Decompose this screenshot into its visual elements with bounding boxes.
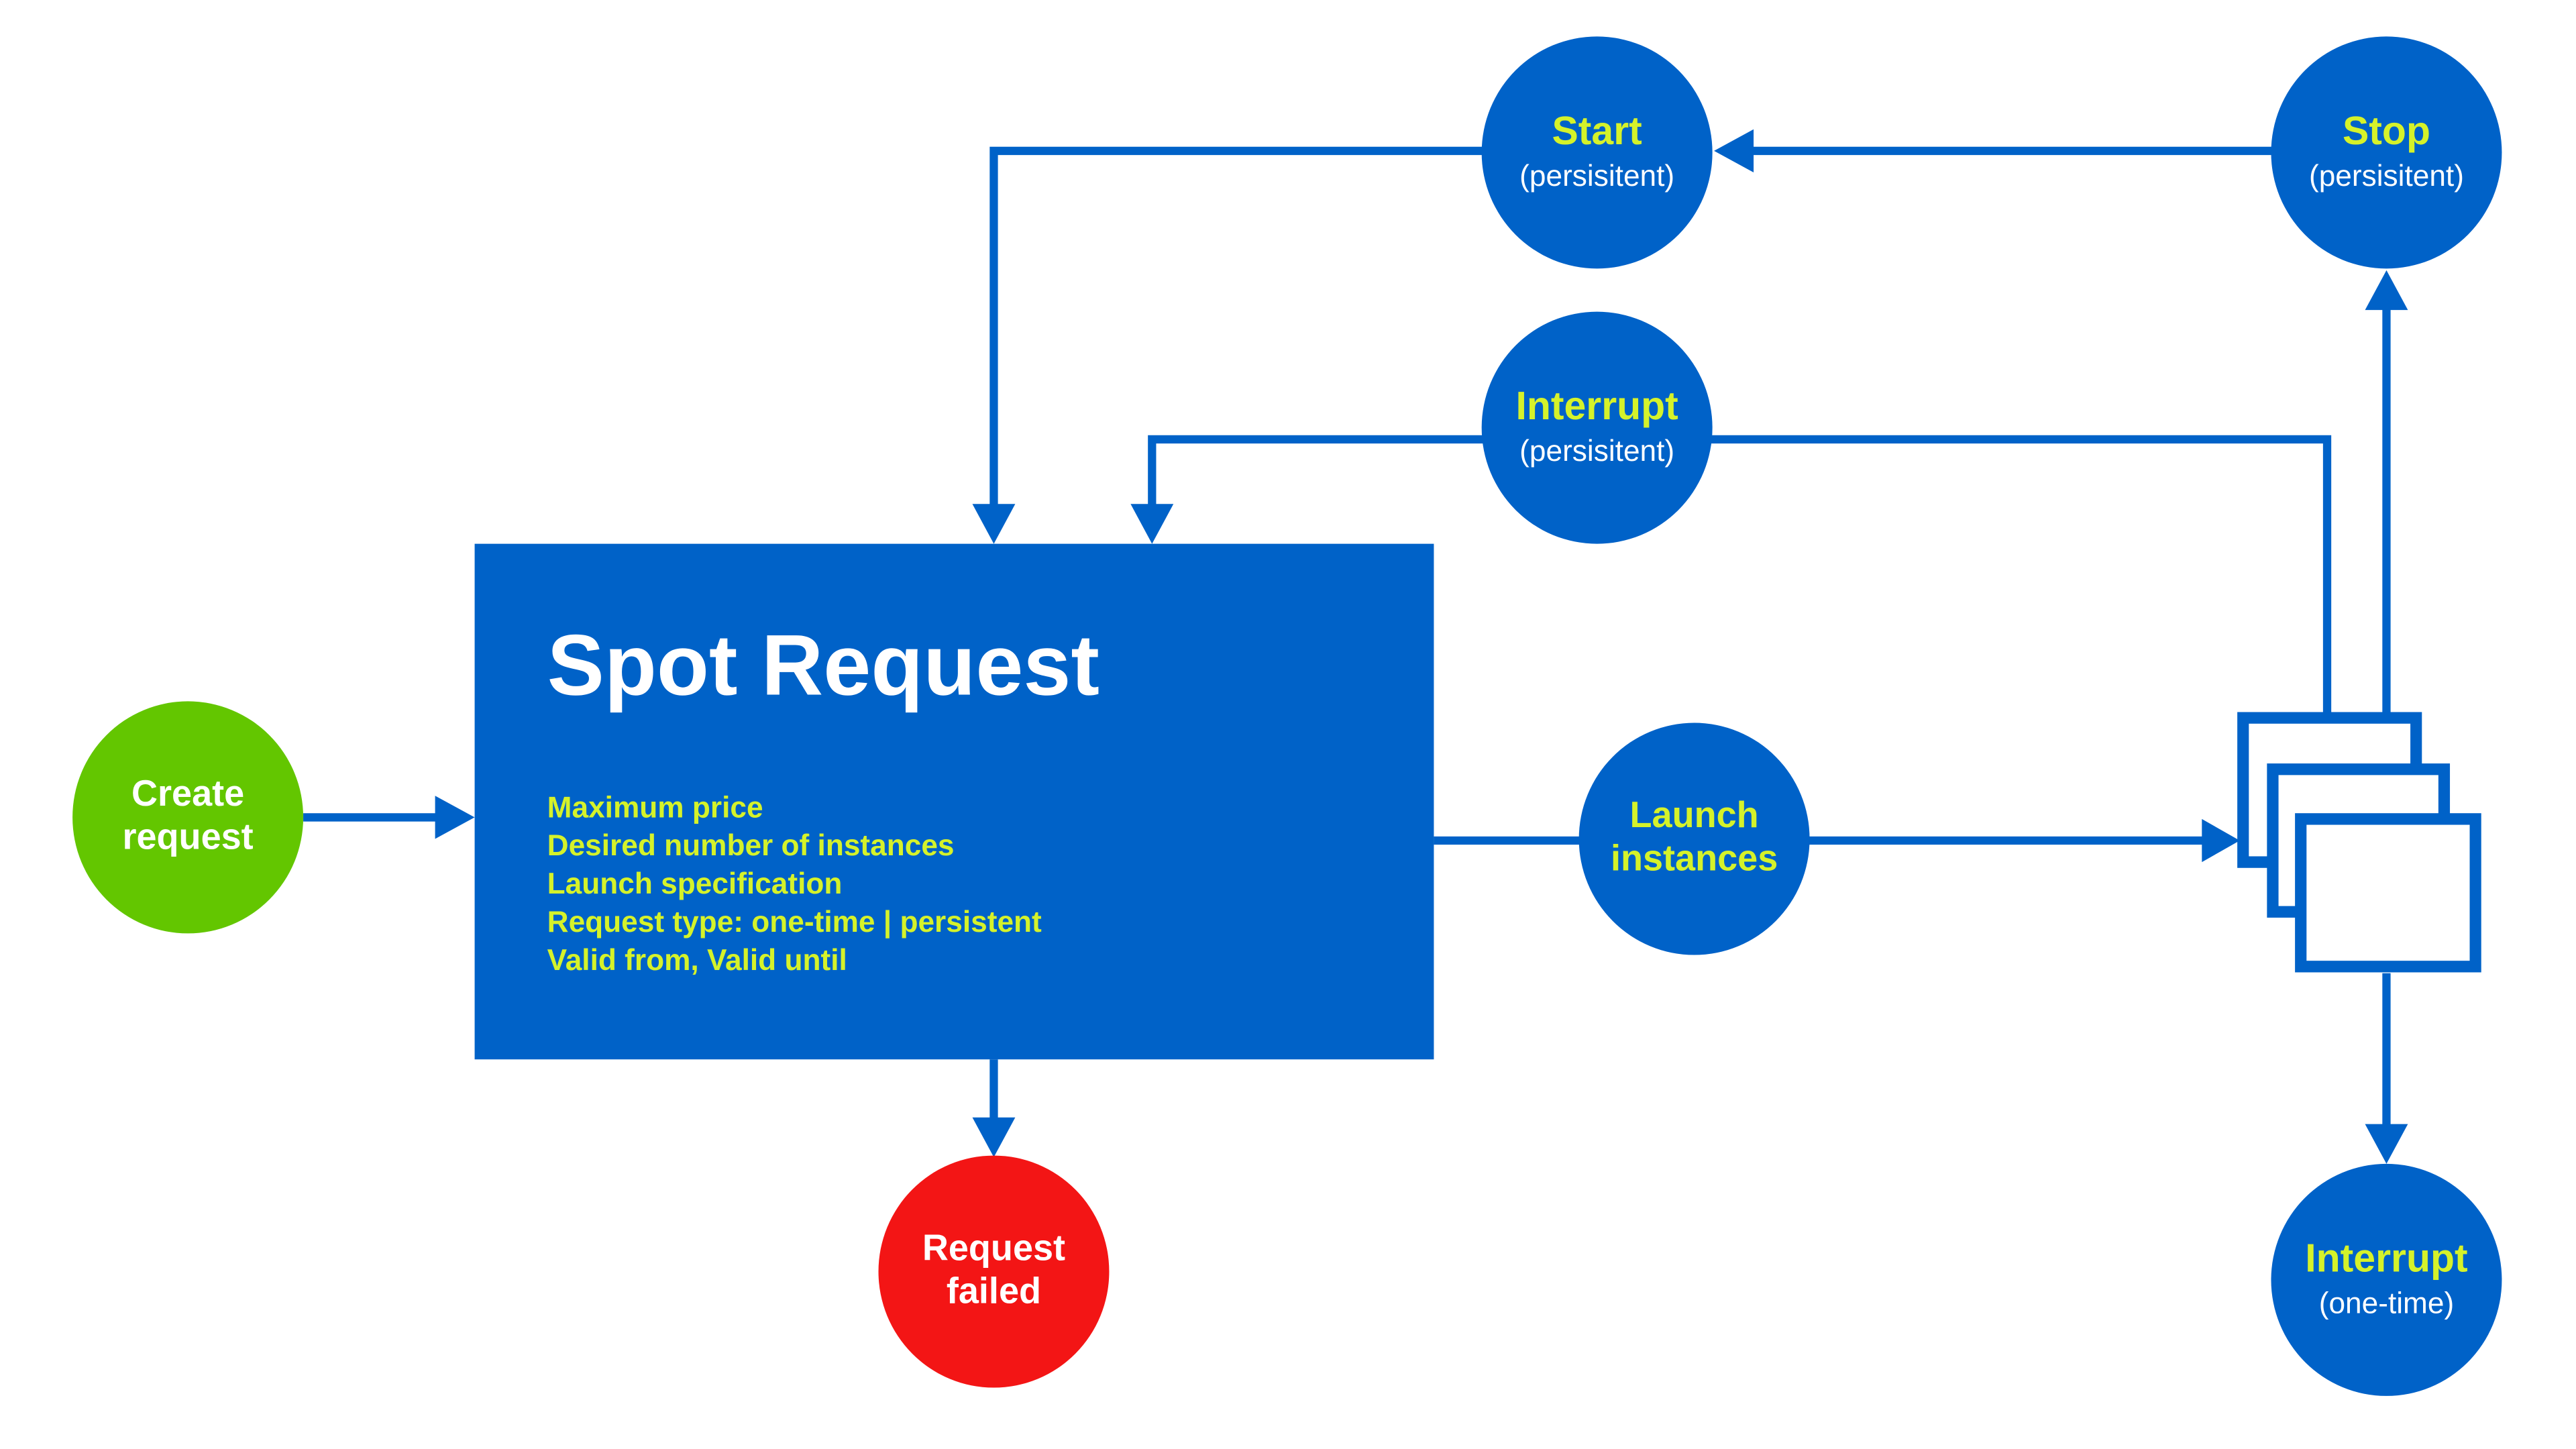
spot-request-detail: Desired number of instances xyxy=(547,829,955,862)
arrowhead-into-failed xyxy=(972,1117,1016,1158)
stop-label: Stop xyxy=(2343,108,2430,153)
instances-stack-icon xyxy=(2237,712,2481,973)
node-interrupt-persistent: Interrupt (persisitent) xyxy=(1481,311,1713,544)
arrowheads xyxy=(435,129,2408,1164)
spot-request-box: Spot Request Maximum price Desired numbe… xyxy=(474,543,1434,1060)
arrowhead-into-request-from-interrupt xyxy=(1130,504,1174,544)
stop-sublabel: (persisitent) xyxy=(2309,160,2464,193)
launch-instances-label: instances xyxy=(1611,838,1778,878)
instance-window-front xyxy=(2295,813,2481,973)
interrupt-persistent-sublabel: (persisitent) xyxy=(1519,435,1674,468)
arrowhead-into-start xyxy=(1714,129,1754,173)
line-instances-to-interrupt xyxy=(1711,435,2332,716)
arrowhead-into-request-left xyxy=(435,796,475,839)
request-failed-label: Request xyxy=(922,1228,1065,1268)
start-circle xyxy=(1481,36,1713,269)
stop-circle xyxy=(2271,36,2502,269)
start-sublabel: (persisitent) xyxy=(1519,160,1674,193)
interrupt-onetime-label: Interrupt xyxy=(2305,1235,2467,1280)
node-interrupt-onetime: Interrupt (one-time) xyxy=(2271,1163,2502,1396)
connectors xyxy=(303,146,2391,1128)
interrupt-persistent-label: Interrupt xyxy=(1515,383,1678,428)
create-request-circle xyxy=(72,701,304,934)
node-create-request: Create request xyxy=(72,701,304,934)
launch-instances-label: Launch xyxy=(1630,795,1759,835)
start-label: Start xyxy=(1552,108,1642,153)
arrowhead-into-instances xyxy=(2202,818,2240,863)
spot-request-background xyxy=(474,543,1434,1060)
spot-request-title: Spot Request xyxy=(547,617,1099,713)
create-request-label: request xyxy=(122,816,253,857)
node-start: Start (persisitent) xyxy=(1481,36,1713,269)
request-failed-circle xyxy=(878,1155,1110,1388)
spot-request-detail: Maximum price xyxy=(547,791,763,824)
interrupt-onetime-circle xyxy=(2271,1163,2502,1396)
arrow-interrupt-to-request xyxy=(1148,435,1484,508)
interrupt-onetime-sublabel: (one-time) xyxy=(2319,1287,2454,1320)
spot-request-detail: Valid from, Valid until xyxy=(547,944,847,977)
node-stop: Stop (persisitent) xyxy=(2271,36,2502,269)
launch-instances-circle xyxy=(1578,722,1810,955)
arrowhead-into-stop xyxy=(2365,270,2408,311)
node-launch-instances: Launch instances xyxy=(1578,722,1810,955)
node-request-failed: Request failed xyxy=(878,1155,1110,1388)
request-failed-label: failed xyxy=(947,1271,1041,1311)
arrowhead-into-interrupt-onetime xyxy=(2365,1124,2408,1164)
spot-request-detail: Launch specification xyxy=(547,867,843,900)
interrupt-persistent-circle xyxy=(1481,311,1713,544)
arrow-start-to-request xyxy=(989,146,1484,508)
arrowhead-into-request-from-start xyxy=(972,504,1016,544)
create-request-label: Create xyxy=(131,773,244,814)
spot-request-detail: Request type: one-time | persistent xyxy=(547,906,1042,939)
